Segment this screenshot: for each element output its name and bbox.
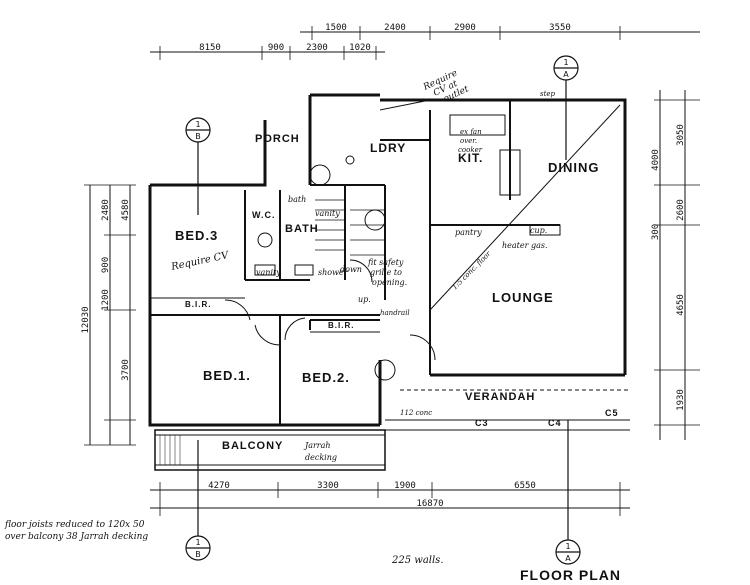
note-vanity: vanity — [315, 209, 340, 218]
room-bed3: BED.3 — [175, 228, 218, 243]
note-cup: cup. — [530, 226, 547, 235]
dim-right-6: 300 — [651, 224, 661, 240]
note-bath: bath — [288, 195, 306, 204]
note-step: step — [540, 90, 556, 98]
note-decking: decking — [305, 453, 337, 462]
marker-4-num: 1 — [565, 542, 570, 551]
room-bir1: B.I.R. — [185, 300, 211, 309]
note-vanity2: vanity — [256, 268, 281, 277]
dim-bottom-4: 6550 — [514, 481, 536, 491]
dim-top2-3: 2300 — [306, 43, 328, 53]
room-bed2: BED.2. — [302, 370, 350, 385]
note-fit-safety: fit safety — [367, 258, 404, 267]
note-require-cv: Require CV — [169, 250, 231, 273]
dim-bottom-3: 1900 — [394, 481, 416, 491]
dim-bottom-2: 3300 — [317, 481, 339, 491]
dim-top2-2: 900 — [268, 43, 284, 53]
dim-left-2: 4580 — [121, 199, 131, 221]
room-bath: BATH — [285, 223, 319, 235]
marker-1-letter: B — [195, 132, 201, 141]
note-jarrah: Jarrah — [303, 441, 331, 450]
dim-top-2: 2400 — [384, 23, 406, 33]
marker-3-letter: A — [563, 70, 569, 79]
room-lounge: LOUNGE — [492, 290, 554, 305]
room-balcony: BALCONY — [222, 440, 283, 452]
dim-right-5: 1930 — [676, 389, 686, 411]
marker-2-letter: B — [195, 550, 201, 559]
note-grille: grille to — [370, 268, 402, 277]
dim-top-4: 3550 — [549, 23, 571, 33]
note-over: over. — [460, 137, 477, 145]
room-bed1: BED.1. — [203, 368, 251, 383]
label-c3: C3 — [475, 418, 489, 428]
note-walls: 225 walls. — [391, 555, 444, 566]
note-up: up. — [358, 295, 371, 304]
dim-bottom-1: 4270 — [208, 481, 230, 491]
dim-top-1: 1500 — [325, 23, 347, 33]
dim-bottom-total: 16870 — [416, 499, 443, 509]
dim-left-4: 1200 — [101, 289, 111, 311]
note-balcony-decking: over balcony 38 Jarrah decking — [5, 532, 148, 542]
marker-2-num: 1 — [195, 538, 200, 547]
note-conc: 112 conc — [400, 409, 432, 417]
room-verandah: VERANDAH — [465, 391, 535, 403]
note-opening: opening. — [372, 278, 407, 287]
note-handrail: handrail — [380, 309, 410, 317]
dim-left-outer: 12030 — [81, 306, 91, 333]
drawing-title: FLOOR PLAN — [520, 567, 621, 583]
note-pantry: pantry — [455, 228, 482, 237]
room-ldry: LDRY — [370, 141, 406, 155]
room-porch: PORCH — [255, 133, 300, 145]
dim-left-5: 900 — [101, 257, 111, 273]
marker-4-letter: A — [565, 554, 571, 563]
dim-left-3: 3700 — [121, 359, 131, 381]
note-slope: 1:5 conc. floor — [451, 249, 493, 291]
dim-right-2: 4000 — [651, 149, 661, 171]
note-down: down — [340, 265, 362, 274]
dim-right-4: 4650 — [676, 294, 686, 316]
dim-right-3: 2600 — [676, 199, 686, 221]
dim-top2-4: 1020 — [349, 43, 371, 53]
room-bir2: B.I.R. — [328, 321, 354, 330]
marker-1-num: 1 — [195, 120, 200, 129]
dim-right-1: 3050 — [676, 124, 686, 146]
dim-top2-1: 8150 — [199, 43, 221, 53]
label-c4: C4 — [548, 418, 562, 428]
dim-left-1: 2480 — [101, 199, 111, 221]
note-floor-joists: floor joists reduced to 120x 50 — [4, 520, 145, 530]
room-wc: W.C. — [252, 210, 276, 220]
dim-top-3: 2900 — [454, 23, 476, 33]
label-c5: C5 — [605, 408, 619, 418]
note-heater-gas: heater gas. — [502, 241, 548, 250]
note-cooker: cooker — [458, 146, 483, 154]
note-shower: shower — [318, 268, 349, 277]
room-kit: KIT. — [458, 151, 483, 165]
note-ex-fan: ex fan — [460, 128, 482, 136]
marker-3-num: 1 — [563, 58, 568, 67]
room-dining: DINING — [548, 160, 600, 175]
